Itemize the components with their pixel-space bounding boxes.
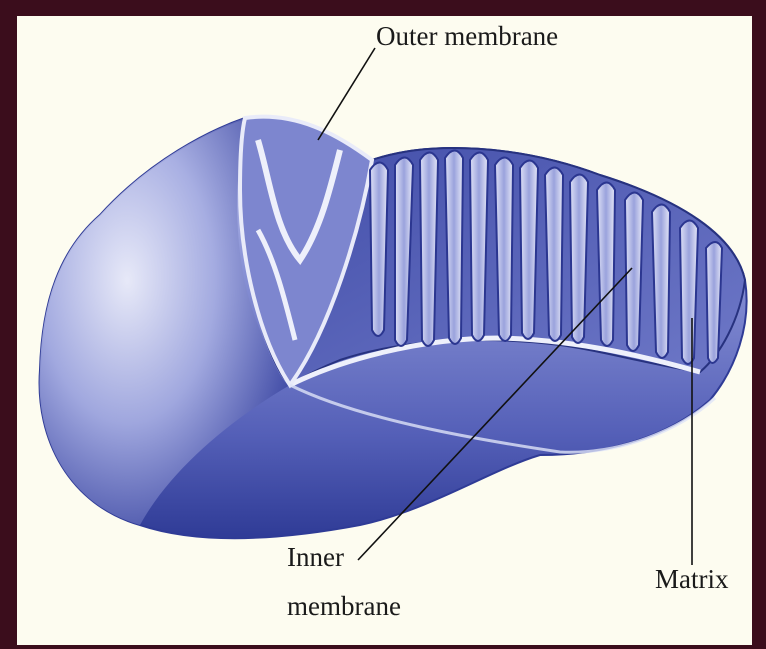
crista-fold — [545, 168, 563, 342]
crista-fold — [652, 205, 670, 359]
crista-fold — [495, 158, 513, 342]
crista-fold — [445, 151, 463, 345]
crista-fold — [470, 153, 488, 342]
inner-membrane-label-line1: Inner — [287, 543, 344, 573]
matrix-label: Matrix — [655, 565, 729, 595]
crista-fold — [680, 221, 698, 365]
crista-fold — [520, 161, 538, 340]
crista-fold — [420, 153, 438, 347]
outer-membrane-label: Outer membrane — [376, 22, 558, 52]
crista-fold — [597, 183, 615, 347]
crista-fold — [370, 163, 388, 337]
outer-membrane-leader — [318, 48, 375, 140]
inner-membrane-label-line2: membrane — [287, 592, 401, 622]
